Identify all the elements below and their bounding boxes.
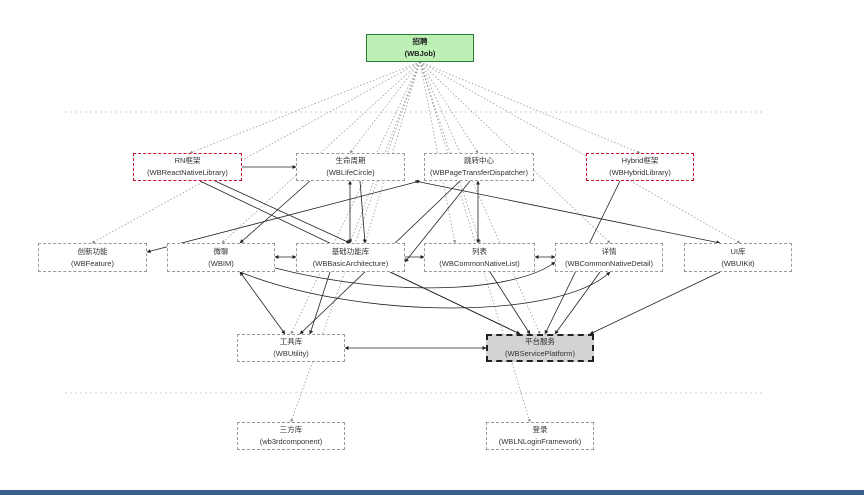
node-life-title: 生命周期 [335,156,366,165]
dependency-edge [221,61,421,244]
node-platform-title: 平台服务 [525,337,555,346]
node-hybrid-module: (WBHybridLibrary) [609,168,671,177]
node-login[interactable]: 登录 (WBLNLoginFramework) [486,422,594,450]
node-uikit-module: (WBUIKit) [721,258,755,268]
node-job[interactable]: 招聘 (WBJob) [366,34,474,62]
node-utility[interactable]: 工具库 (WBUtility) [237,334,345,362]
node-transfer[interactable]: 跳转中心 (WBPageTransferDispatcher) [424,153,534,181]
dependency-edge [239,271,611,309]
dependency-edge [414,179,721,245]
dependency-edge [91,61,421,244]
dependency-edge [146,180,421,254]
node-platform-module: (WBServicePlatform) [504,349,575,358]
dependency-edge [239,180,311,244]
node-job-title: 招聘 [412,37,428,46]
dependency-edge [239,271,286,335]
dependency-edge [309,271,331,335]
dependency-edge [419,61,541,335]
dependency-edge [419,61,641,154]
node-login-module: (WBLNLoginFramework) [498,437,582,446]
node-thirdparty-title: 三方库 [279,425,303,434]
node-login-title: 登录 [532,425,548,434]
node-basic[interactable]: 基础功能库 (WBBasicArchitecture) [296,243,405,272]
dependency-edge [589,271,721,335]
node-im[interactable]: 微聊 (WBIM) [167,243,275,272]
node-list-title: 列表 [472,246,487,256]
node-rn-title: RN框架 [174,156,201,165]
node-im-title: 微聊 [213,246,229,256]
dependency-edge [359,180,367,244]
dependency-edge [349,61,421,244]
dependency-edge [419,61,531,423]
dependency-edge [274,261,556,289]
dependency-edge [349,61,421,154]
node-thirdparty[interactable]: 三方库 (wb3rdcomponent) [237,422,345,450]
node-hybrid-title: Hybrid框架 [621,156,659,165]
node-rn[interactable]: RN框架 (WBReactNativeLibrary) [133,153,242,181]
node-basic-module: (WBBasicArchitecture) [312,258,389,268]
node-uikit-title: UI库 [730,246,746,256]
bottom-bar [0,490,864,495]
dependency-edge [389,271,521,335]
node-transfer-title: 跳转中心 [464,156,494,165]
dependency-edge [189,61,421,154]
node-feature[interactable]: 创新功能 (WBFeature) [38,243,147,272]
node-detail-title: 详情 [601,246,617,256]
node-transfer-module: (WBPageTransferDispatcher) [429,168,529,177]
node-im-module: (WBIM) [208,258,234,268]
node-rn-module: (WBReactNativeLibrary) [147,168,228,177]
dependency-edge [214,180,351,244]
node-life[interactable]: 生命周期 (WBLifeCircle) [296,153,405,181]
node-list[interactable]: 列表 (WBCommonNativeList) [424,243,535,272]
node-detail[interactable]: 详情 (WBCommonNativeDetail) [555,243,663,272]
dependency-edge [489,271,531,335]
node-life-module: (WBLifeCircle) [326,168,375,177]
node-platform[interactable]: 平台服务 (WBServicePlatform) [486,334,594,362]
node-feature-module: (WBFeature) [71,258,114,268]
node-detail-module: (WBCommonNativeDetail) [565,258,653,268]
dependency-edge [419,61,457,244]
node-job-module: (WBJob) [404,49,436,58]
dependency-edge [419,61,479,154]
node-feature-title: 创新功能 [77,246,108,256]
node-list-module: (WBCommonNativeList) [439,258,520,268]
node-uikit[interactable]: UI库 (WBUIKit) [684,243,792,272]
dependency-edge [554,271,601,335]
node-hybrid[interactable]: Hybrid框架 (WBHybridLibrary) [586,153,694,181]
node-utility-title: 工具库 [279,337,303,346]
node-utility-module: (WBUtility) [273,349,309,358]
dependency-edge [290,61,421,423]
node-basic-title: 基础功能库 [331,246,370,256]
node-thirdparty-module: (wb3rdcomponent) [259,437,323,446]
dependency-edge [364,61,421,244]
